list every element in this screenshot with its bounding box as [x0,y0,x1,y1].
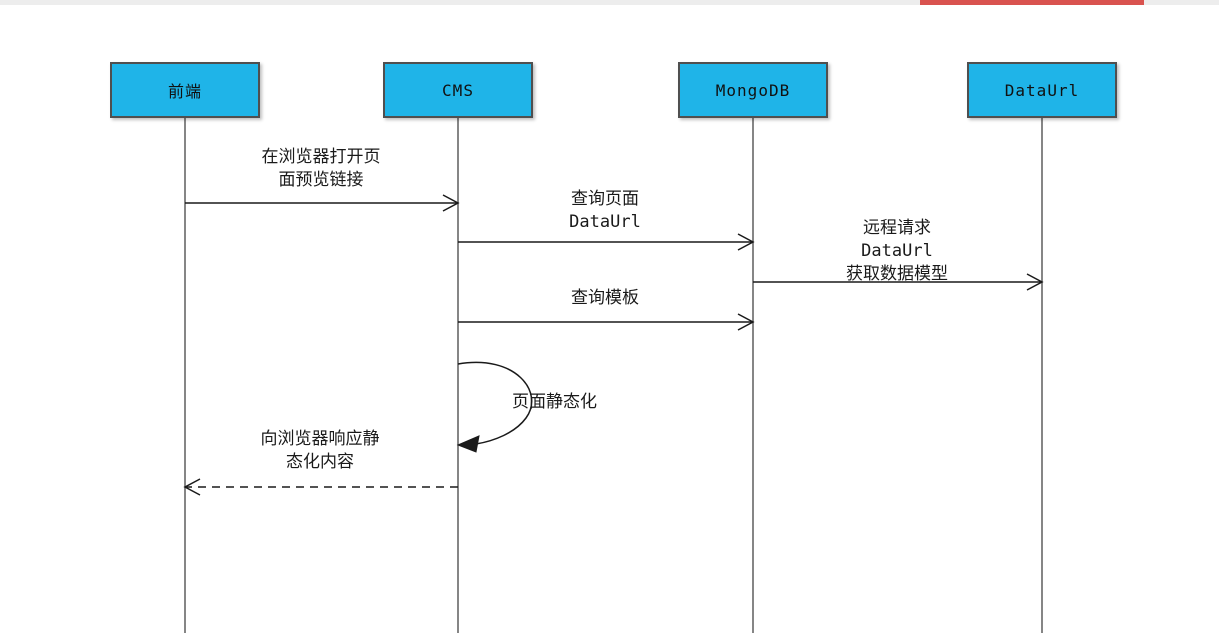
top-bar-red-segment [920,0,1144,5]
arrowhead-respond-static [183,478,201,496]
message-label-query-template: 查询模板 [571,288,639,308]
actor-box-mongodb: MongoDB [678,62,828,118]
actor-box-frontend: 前端 [110,62,260,118]
message-label-open-preview: 在浏览器打开页 面预览链接 [261,147,381,190]
arrowhead-query-page [737,233,755,251]
message-label-staticize-page: 页面静态化 [512,392,597,412]
arrowhead-query-template [737,313,755,331]
actor-box-cms: CMS [383,62,533,118]
arrowhead-self-loop [456,435,480,453]
top-bar [0,0,1219,5]
arrowhead-remote-request [1026,273,1044,291]
message-label-respond-static: 向浏览器响应静 态化内容 [260,429,380,472]
actor-box-dataurl: DataUrl [967,62,1117,118]
message-label-remote-request: 远程请求 DataUrl 获取数据模型 [846,218,948,284]
message-label-query-page-dataurl: 查询页面 DataUrl [569,189,641,232]
self-loop-staticize [457,361,533,445]
arrowhead-open-preview [442,194,460,212]
